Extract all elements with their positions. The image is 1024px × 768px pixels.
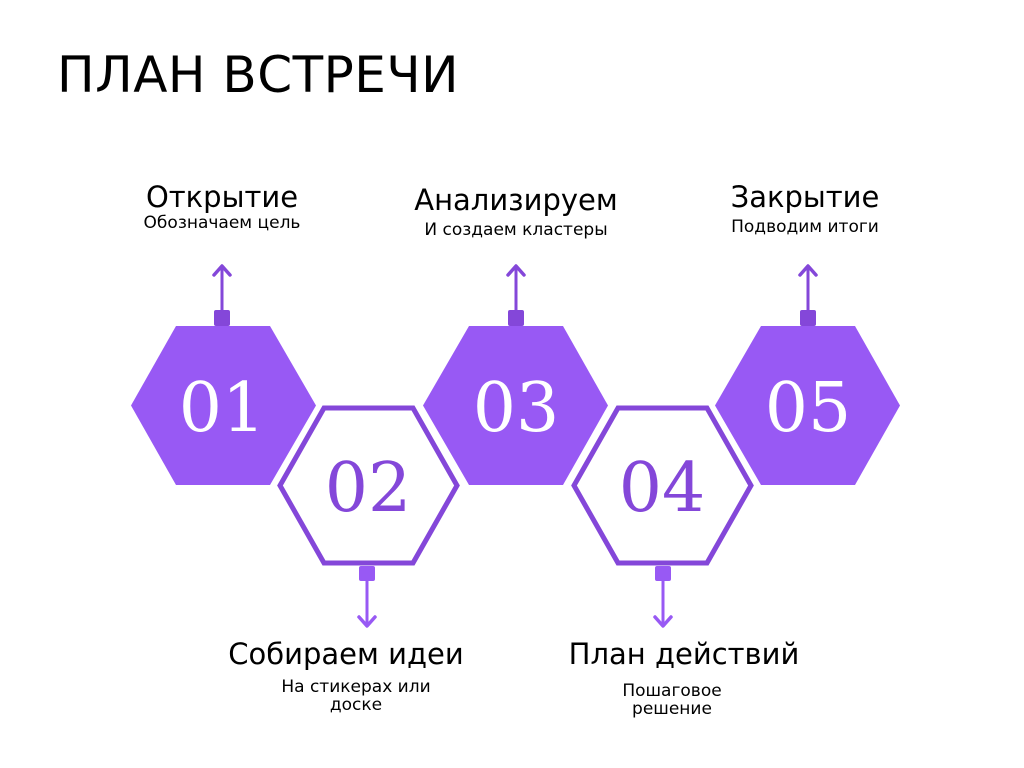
step-label-01: Открытие Обозначаем цель	[122, 180, 322, 232]
step-05: 05	[715, 264, 900, 485]
arrow-up-icon	[506, 264, 526, 326]
step-title: Открытие	[145, 180, 299, 214]
arrow-up-icon	[212, 264, 232, 326]
step-title: Закрытие	[730, 180, 880, 214]
step-01: 01	[131, 264, 316, 485]
step-04: 04	[571, 405, 754, 628]
step-title: Анализируем	[414, 183, 618, 217]
arrow-down-icon	[357, 566, 377, 628]
step-03: 03	[423, 264, 608, 485]
step-number-05: 05	[765, 369, 852, 448]
hexagon-04	[571, 405, 754, 566]
arrow-down-icon	[653, 566, 673, 628]
step-subtitle: Пошаговое решение	[622, 681, 722, 719]
step-number-04: 04	[619, 449, 706, 528]
step-label-02: Собираем идеи На стикерах или доске	[206, 637, 486, 714]
step-label-04: План действий Пошаговое решение	[544, 637, 824, 718]
arrow-up-icon	[798, 264, 818, 326]
step-subtitle: Подводим итоги	[731, 217, 879, 237]
step-subtitle: И создаем кластеры	[424, 220, 608, 240]
hexagon-05	[715, 326, 900, 485]
step-title: Собираем идеи	[228, 637, 464, 671]
step-number-01: 01	[179, 369, 266, 448]
step-02: 02	[277, 405, 460, 628]
step-label-05: Закрытие Подводим итоги	[705, 180, 905, 236]
step-subtitle: Обозначаем цель	[143, 213, 301, 233]
hexagon-01	[131, 326, 316, 485]
step-label-03: Анализируем И создаем кластеры	[396, 183, 636, 239]
step-subtitle: На стикерах или доске	[281, 677, 431, 715]
hexagon-03	[423, 326, 608, 485]
step-number-03: 03	[473, 369, 560, 448]
step-number-02: 02	[325, 449, 412, 528]
page-title: ПЛАН ВСТРЕЧИ	[57, 46, 460, 104]
step-title: План действий	[568, 637, 800, 671]
hexagon-02	[277, 405, 460, 566]
